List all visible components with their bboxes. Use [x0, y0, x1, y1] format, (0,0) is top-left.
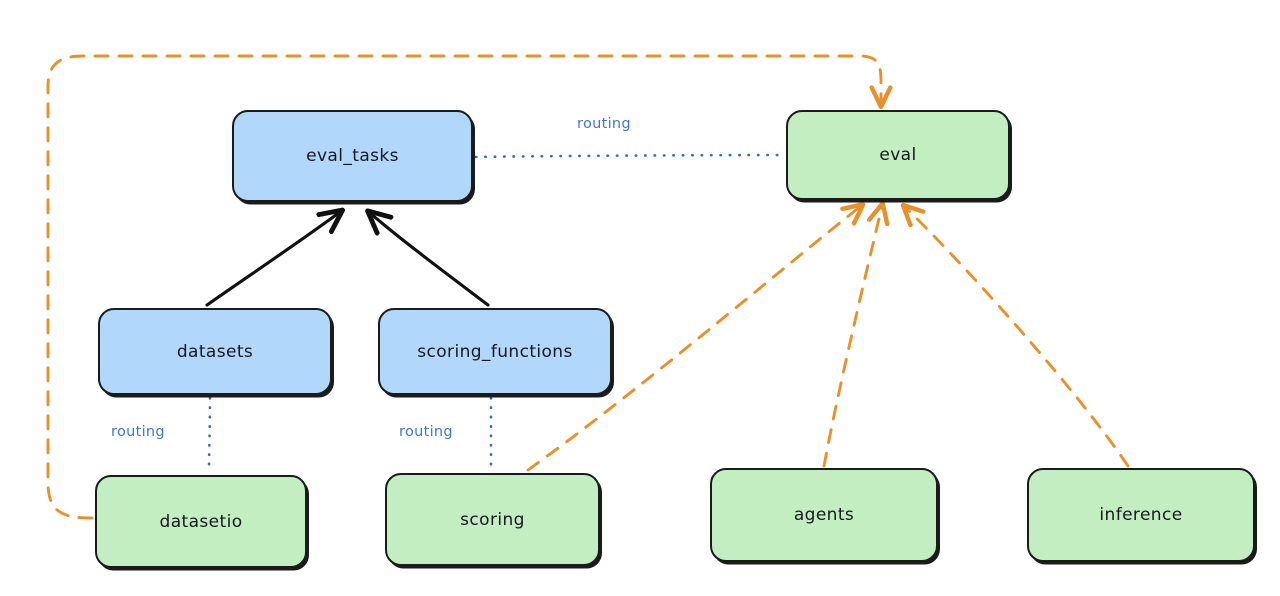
edge-label-routing-eval-tasks-eval: routing: [577, 116, 631, 132]
edge-agents-eval: [822, 206, 882, 468]
node-scoring[interactable]: scoring: [385, 473, 600, 566]
edge-scoring-eval: [526, 206, 861, 472]
node-label-inference: inference: [1099, 505, 1183, 525]
node-eval-tasks[interactable]: eval_tasks: [232, 110, 473, 202]
node-label-agents: agents: [793, 505, 855, 525]
edge-eval_tasks-eval: [474, 153, 785, 159]
node-label-scoring: scoring: [460, 509, 525, 530]
node-scoring-functions[interactable]: scoring_functions: [378, 308, 612, 395]
node-label-eval: eval: [879, 145, 917, 165]
node-label-eval-tasks: eval_tasks: [306, 146, 399, 166]
edge-inference-eval: [905, 207, 1130, 468]
node-datasets[interactable]: datasets: [98, 308, 332, 395]
node-agents[interactable]: agents: [710, 468, 938, 562]
edge-scoring_functions-eval_tasks: [370, 213, 490, 307]
node-label-datasets: datasets: [176, 341, 254, 362]
node-inference[interactable]: inference: [1027, 468, 1255, 562]
edge-datasetio-eval: [46, 54, 881, 520]
edge-label-routing-scoring-functions-scoring: routing: [399, 424, 453, 440]
edge-label-routing-datasets-datasetio: routing: [111, 424, 165, 440]
node-datasetio[interactable]: datasetio: [95, 475, 307, 568]
node-label-datasetio: datasetio: [159, 511, 243, 532]
node-eval[interactable]: eval: [786, 110, 1010, 200]
edge-datasets-datasetio: [207, 396, 212, 474]
edge-datasets-eval_tasks: [205, 212, 340, 307]
node-label-scoring-functions: scoring_functions: [417, 341, 573, 362]
